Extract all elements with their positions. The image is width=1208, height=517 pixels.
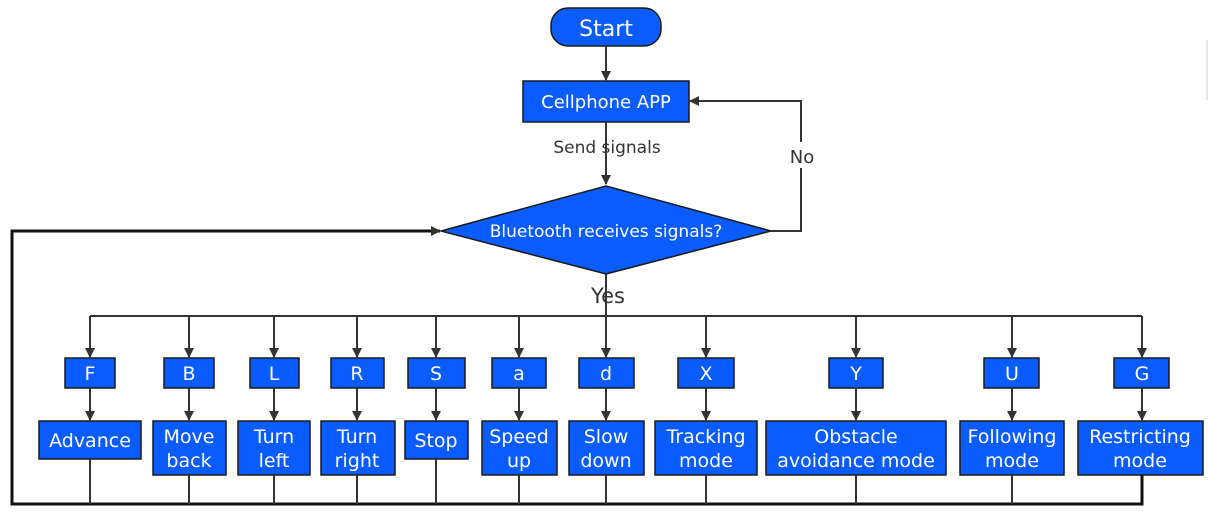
command-code-l: L (269, 363, 280, 385)
no-label: No (790, 147, 814, 168)
action-restricting-mode-line1: Restricting (1089, 426, 1191, 448)
decision-label: Bluetooth receives signals? (490, 222, 722, 242)
yes-label: Yes (590, 284, 625, 308)
column-x: X Tracking mode (654, 316, 758, 504)
restricting-return-connector (1012, 475, 1144, 506)
action-following-mode-line1: Following (968, 426, 1057, 448)
column-s: S Stop (404, 316, 469, 504)
command-code-x: X (699, 363, 712, 385)
action-restricting-mode-line2: mode (1113, 450, 1167, 472)
cellphone-app-label: Cellphone APP (541, 92, 671, 113)
command-code-y: Y (849, 363, 862, 385)
command-code-s: S (430, 363, 442, 385)
decision-node: Bluetooth receives signals? (438, 185, 774, 275)
send-signals-label: Send signals (553, 138, 661, 158)
action-move-back-line1: Move (164, 426, 215, 448)
column-b: B Move back (152, 316, 227, 504)
command-code-b: B (182, 363, 195, 385)
action-advance: Advance (49, 430, 131, 452)
cellphone-app-node: Cellphone APP (522, 80, 690, 123)
action-turn-left-line1: Turn (253, 426, 294, 448)
action-turn-right-line1: Turn (336, 426, 377, 448)
action-obstacle-avoidance-line2: avoidance mode (777, 450, 935, 472)
action-turn-left-line2: left (259, 450, 290, 472)
action-stop: Stop (414, 430, 457, 452)
action-speed-up-line1: Speed (489, 426, 549, 448)
command-code-r: R (350, 363, 363, 385)
column-l: L Turn left (237, 316, 311, 504)
column-y: Y Obstacle avoidance mode (765, 316, 947, 504)
column-g: G Restricting mode (1077, 316, 1204, 476)
no-loop-connector (689, 96, 802, 232)
command-code-d: d (600, 363, 612, 385)
command-code-g: G (1135, 363, 1150, 385)
start-node: Start (550, 7, 662, 47)
action-turn-right-line2: right (335, 450, 380, 472)
command-code-u: U (1005, 363, 1019, 385)
action-tracking-mode-line1: Tracking (665, 426, 745, 448)
action-move-back-line2: back (166, 450, 211, 472)
action-following-mode-line2: mode (985, 450, 1039, 472)
action-obstacle-avoidance-line1: Obstacle (814, 426, 897, 448)
column-d: d Slow down (568, 316, 645, 504)
action-slow-down-line2: down (580, 450, 631, 472)
column-f: F Advance (38, 316, 142, 504)
column-r: R Turn right (320, 316, 396, 504)
action-speed-up-line2: up (507, 450, 531, 472)
command-code-f: F (85, 363, 96, 385)
command-columns: F Advance B Move back L Turn left (38, 316, 1204, 504)
start-label: Start (579, 17, 633, 42)
action-tracking-mode-line2: mode (679, 450, 733, 472)
column-a: a Speed up (481, 316, 558, 504)
command-code-a: a (513, 363, 525, 385)
column-u: U Following mode (959, 316, 1065, 504)
return-loop-connector (10, 226, 1012, 506)
action-slow-down-line1: Slow (584, 426, 629, 448)
